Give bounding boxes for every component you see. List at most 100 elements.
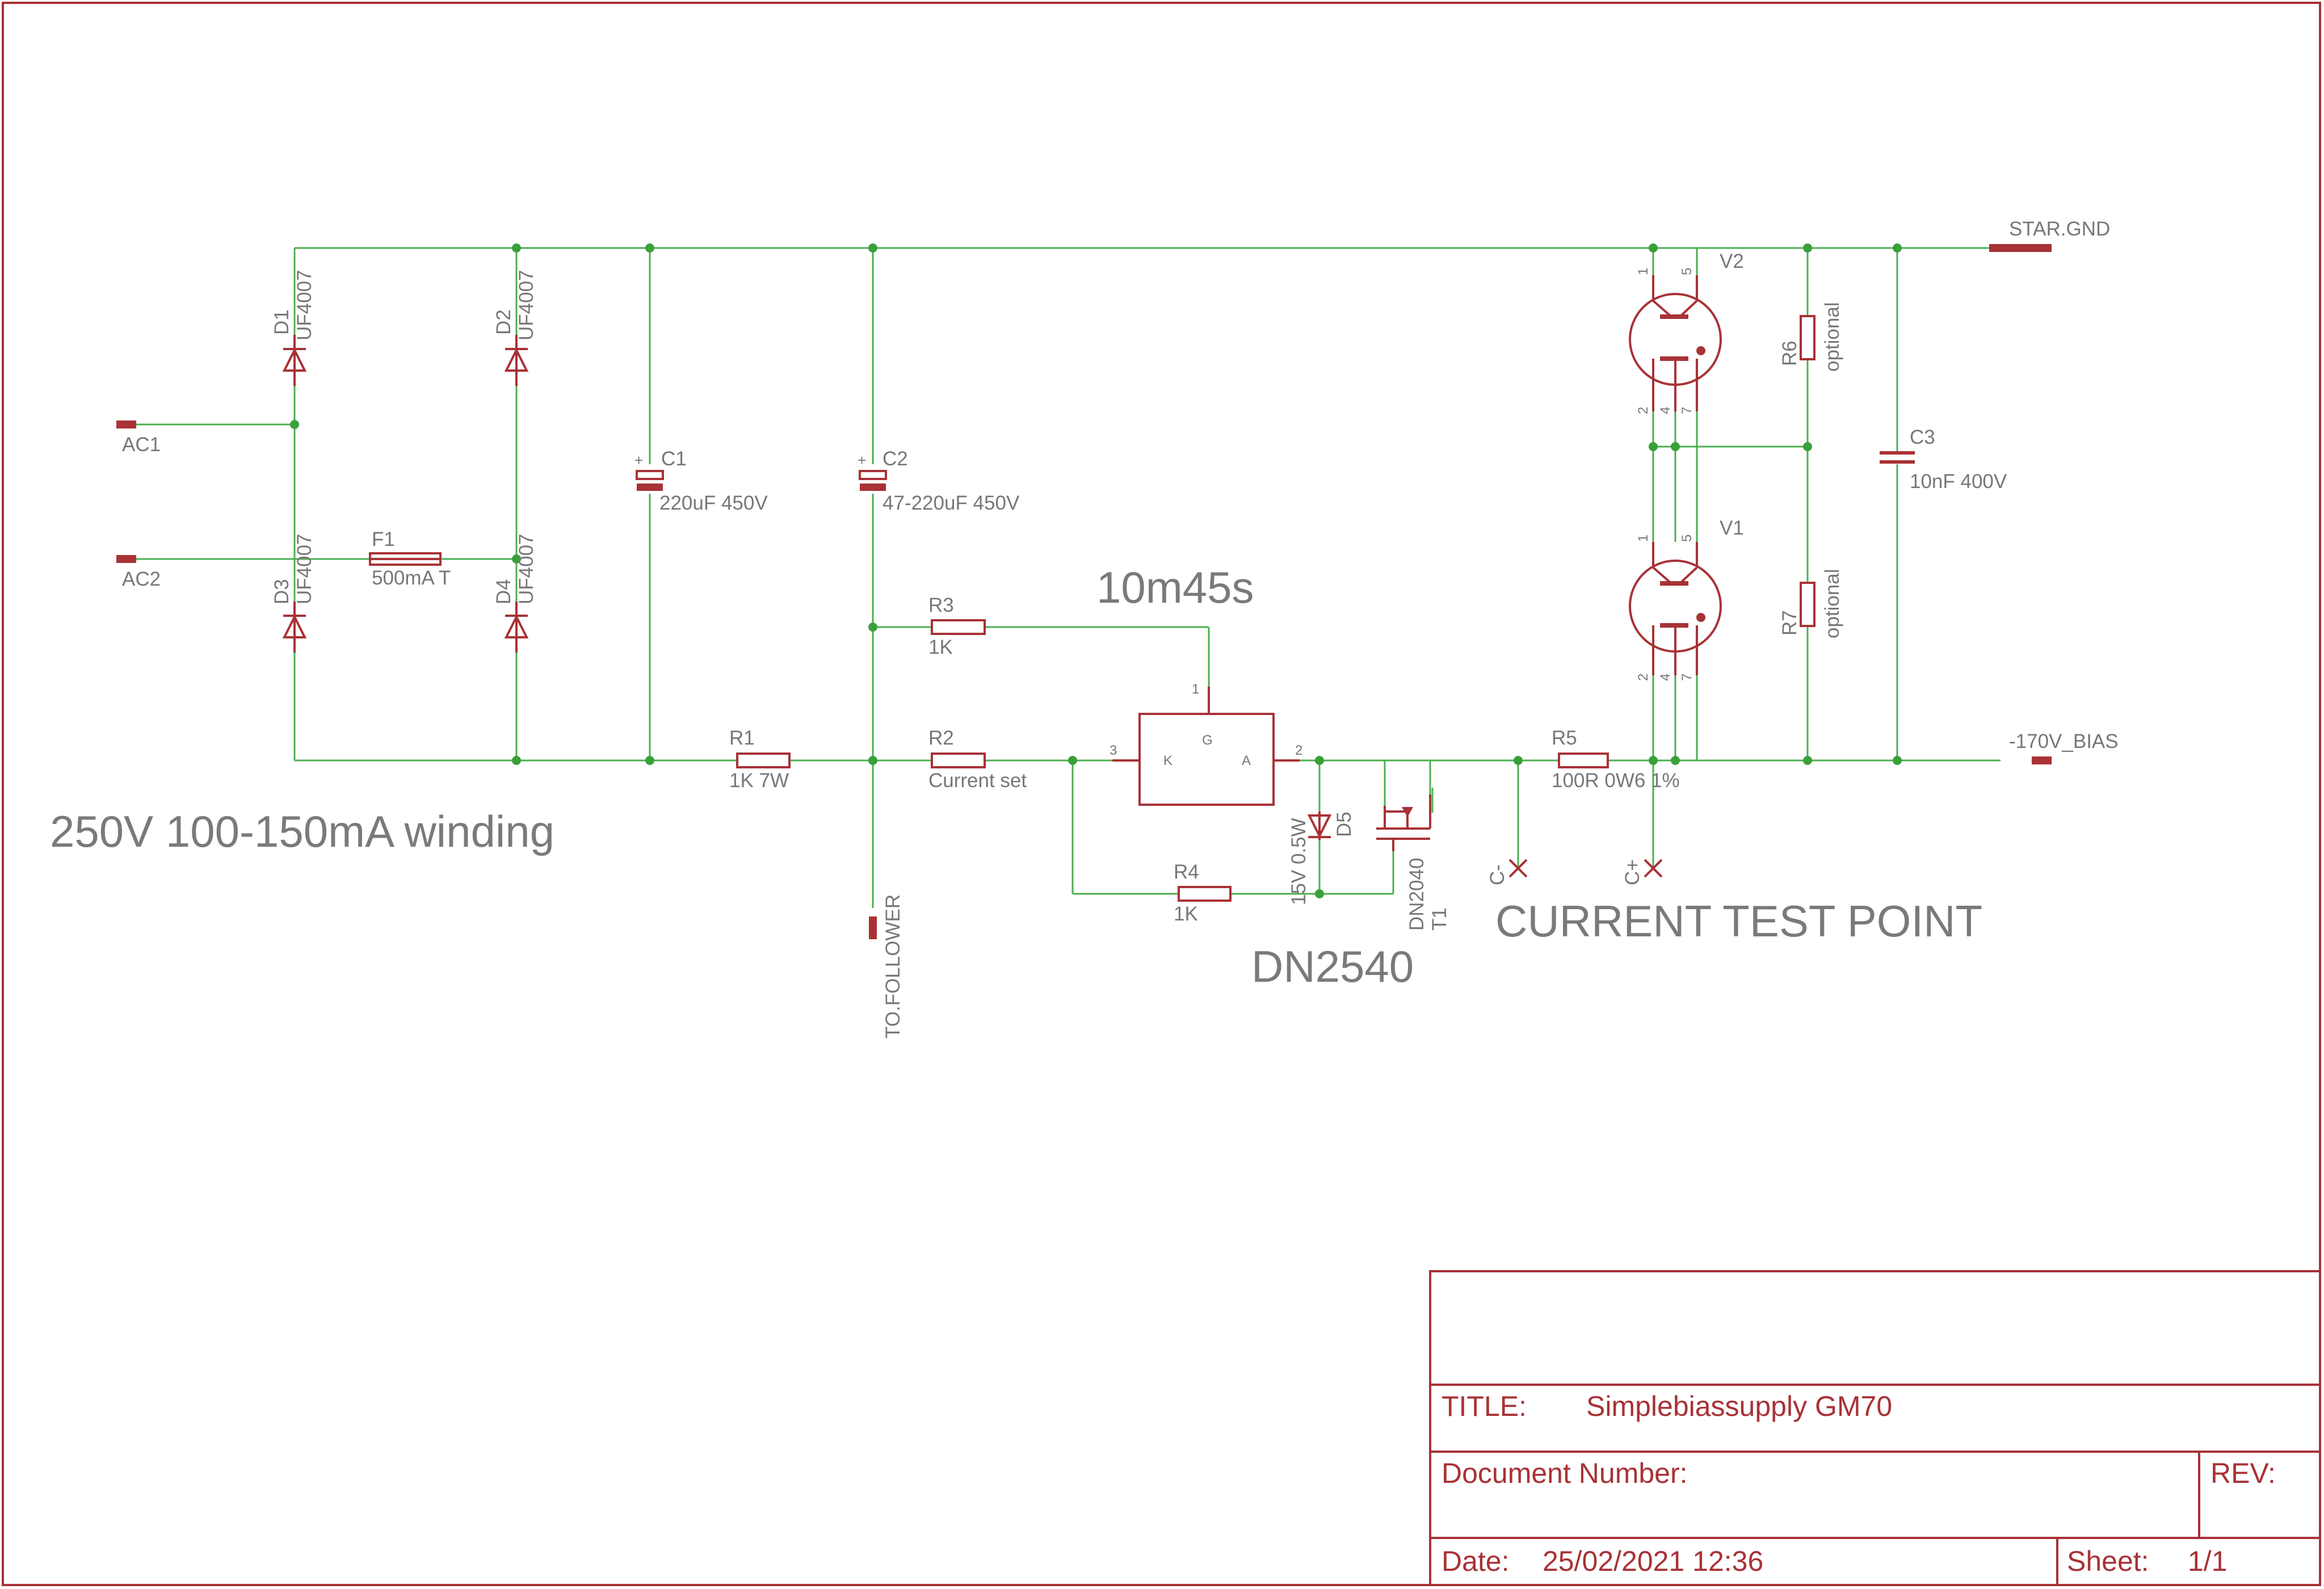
tube-v2: V2 1 5 2 4 7 <box>1629 250 1744 414</box>
c2-name: C2 <box>882 448 908 470</box>
diode-d1: D1 UF4007 <box>271 270 316 386</box>
port-star-gnd: STAR.GND <box>1989 218 2110 252</box>
resistor-r5: R5 100R 0W6 1% <box>1552 727 1680 792</box>
date-value: 25/02/2021 12:36 <box>1543 1545 1763 1577</box>
r3-name: R3 <box>928 594 954 616</box>
net-label-ac1: AC1 <box>122 434 161 456</box>
r3-value: 1K <box>928 636 953 658</box>
port-bias: -170V_BIAS <box>2009 730 2119 764</box>
document-number-label: Document Number: <box>1442 1457 1688 1489</box>
v1-pin-5: 5 <box>1679 535 1695 542</box>
port-ac1: AC1 <box>116 421 161 456</box>
zener-d5: D5 15V 0.5W <box>1288 812 1355 905</box>
ic-pin-a: A <box>1242 753 1251 768</box>
v1-name: V1 <box>1720 517 1744 539</box>
date-label: Date: <box>1442 1545 1510 1577</box>
r5-name: R5 <box>1552 727 1577 749</box>
resistor-r4: R4 1K <box>1174 861 1232 925</box>
dn2540-annotation: DN2540 <box>1251 941 1414 991</box>
d5-name: D5 <box>1333 812 1355 837</box>
c-minus-label: C- <box>1486 864 1508 885</box>
testpoint-c-plus: C+ <box>1621 859 1663 885</box>
resistor-r2: R2 Current set <box>928 727 1027 792</box>
v2-pin-5: 5 <box>1679 268 1695 275</box>
capacitor-c2: + C2 47-220uF 450V <box>858 448 1020 514</box>
r4-name: R4 <box>1174 861 1199 883</box>
r1-value: 1K 7W <box>729 770 789 792</box>
resistor-r3: R3 1K <box>928 594 986 658</box>
resistor-r7: R7 optional <box>1779 569 1843 638</box>
c1-name: C1 <box>661 448 687 470</box>
v2-pin-7: 7 <box>1679 407 1695 414</box>
regulator-ic: K G A 1 2 3 <box>1110 682 1302 806</box>
r2-name: R2 <box>928 727 954 749</box>
d1-value: UF4007 <box>293 270 316 340</box>
d4-value: UF4007 <box>515 533 537 604</box>
svg-text:+: + <box>858 452 866 469</box>
r6-value: optional <box>1821 302 1843 372</box>
net-label-ac2: AC2 <box>122 568 161 590</box>
rev-label: REV: <box>2210 1457 2276 1489</box>
v1-pin-4: 4 <box>1658 674 1673 681</box>
sheet-value: 1/1 <box>2188 1545 2228 1577</box>
c-plus-label: C+ <box>1621 859 1644 885</box>
svg-text:+: + <box>634 452 643 469</box>
v2-name: V2 <box>1720 250 1744 272</box>
diode-d4: D4 UF4007 <box>493 533 537 653</box>
wires <box>136 247 2001 908</box>
r1-name: R1 <box>729 727 755 749</box>
tube-v1: V1 1 5 2 4 7 <box>1629 517 1744 681</box>
c3-value: 10nF 400V <box>1910 470 2007 493</box>
sheet-label: Sheet: <box>2067 1545 2149 1577</box>
resistor-r6: R6 optional <box>1779 302 1843 372</box>
d3-value: UF4007 <box>293 533 316 604</box>
d2-name: D2 <box>493 309 515 335</box>
f1-value: 500mA T <box>372 567 451 589</box>
title-value: Simplebiassupply GM70 <box>1586 1390 1892 1422</box>
net-label-star-gnd: STAR.GND <box>2009 218 2110 240</box>
ic-pin-2: 2 <box>1295 743 1302 758</box>
v1-pin-2: 2 <box>1636 674 1651 681</box>
c1-value: 220uF 450V <box>659 492 768 514</box>
current-test-point-annotation: CURRENT TEST POINT <box>1495 896 1982 946</box>
ic-pin-3: 3 <box>1110 743 1117 758</box>
ic-pin-g: G <box>1202 733 1213 748</box>
timestamp-annotation: 10m45s <box>1096 562 1254 612</box>
capacitor-c1: + C1 220uF 450V <box>634 448 768 514</box>
r2-value: Current set <box>928 770 1027 792</box>
junctions <box>290 243 1902 898</box>
fuse-f1: F1 500mA T <box>369 528 451 589</box>
capacitor-c3: C3 10nF 400V <box>1880 426 2007 493</box>
title-label: TITLE: <box>1442 1390 1527 1422</box>
r7-name: R7 <box>1779 610 1801 636</box>
net-label-to-follower: TO.FOLLOWER <box>882 894 904 1039</box>
port-to-follower: TO.FOLLOWER <box>869 894 904 1039</box>
diode-d2: D2 UF4007 <box>493 270 537 386</box>
d2-value: UF4007 <box>515 270 537 340</box>
r7-value: optional <box>1821 569 1843 638</box>
r4-value: 1K <box>1174 903 1198 925</box>
v1-pin-1: 1 <box>1636 535 1651 542</box>
f1-name: F1 <box>372 528 395 550</box>
t1-name: T1 <box>1428 907 1451 931</box>
diode-d3: D3 UF4007 <box>271 533 316 653</box>
net-label-bias: -170V_BIAS <box>2009 730 2119 753</box>
d5-value: 15V 0.5W <box>1288 818 1310 905</box>
title-block: TITLE: Simplebiassupply GM70 Document Nu… <box>1429 1270 2321 1586</box>
v1-pin-7: 7 <box>1679 674 1695 681</box>
d3-name: D3 <box>271 579 293 604</box>
ic-pin-k: K <box>1163 753 1172 768</box>
c3-name: C3 <box>1910 426 1935 448</box>
d1-name: D1 <box>271 309 293 335</box>
r5-value: 100R 0W6 1% <box>1552 770 1680 792</box>
c2-value: 47-220uF 450V <box>882 492 1020 514</box>
port-ac2: AC2 <box>116 555 161 590</box>
winding-annotation: 250V 100-150mA winding <box>50 806 554 856</box>
v2-pin-4: 4 <box>1658 407 1673 414</box>
d4-name: D4 <box>493 579 515 604</box>
ic-pin-1: 1 <box>1192 682 1199 697</box>
t1-value: DN2040 <box>1406 858 1428 931</box>
v2-pin-2: 2 <box>1636 407 1651 414</box>
